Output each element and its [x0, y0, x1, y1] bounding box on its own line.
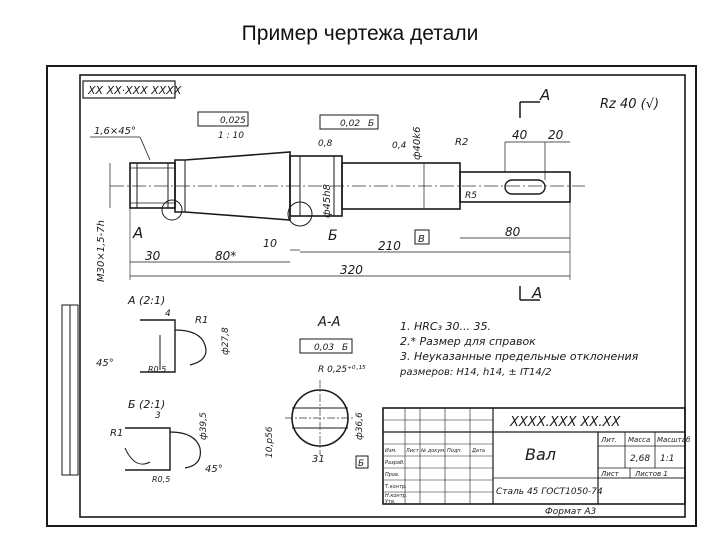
detail-b-view	[124, 427, 202, 471]
dim-210: 210	[378, 239, 401, 253]
detail-b-angle: 45°	[205, 464, 223, 475]
detail-a-view	[140, 319, 207, 373]
dim-20: 20	[548, 128, 564, 142]
tb-row-3: Подп.	[447, 448, 462, 454]
perp-value: 0,02	[340, 119, 360, 129]
title-block	[382, 407, 686, 505]
base-a: А	[132, 224, 143, 242]
dim-08: 0,8	[318, 139, 333, 149]
slide-title: Пример чертежа детали	[241, 22, 479, 45]
tb-row-4: Дата	[471, 448, 485, 454]
dim-40: 40	[512, 128, 528, 142]
outer-frame	[46, 65, 697, 527]
detail-b-r05: R0,5	[152, 475, 170, 484]
dim-r5: R5	[465, 191, 477, 201]
detail-b-title: Б (2:1)	[128, 398, 165, 411]
runout-value: 0,025	[220, 116, 246, 126]
dim-320: 320	[340, 263, 363, 277]
shaft-main-view	[110, 151, 585, 227]
inner-frame	[79, 74, 686, 518]
section-aa-d2: 10,р56	[265, 426, 275, 458]
dim-04: 0,4	[392, 141, 407, 151]
detail-a-d: ф27,8	[221, 327, 231, 355]
tb-side-0: Разраб.	[385, 460, 405, 466]
title-block-scale: 1:1	[660, 454, 674, 464]
section-aa-title: А-А	[317, 315, 340, 330]
tb-side-2: Т.контр.	[385, 484, 407, 490]
dim-r2: R2	[455, 137, 468, 148]
tb-side-4: Утв.	[385, 499, 396, 505]
tb-side-3: Н.контр.	[385, 493, 407, 499]
note-1: 1. HRC₃ 30... 35.	[400, 320, 491, 333]
tb-row-0: Изм.	[385, 448, 397, 454]
section-aa-base: Б	[358, 459, 364, 469]
base-b: Б	[328, 228, 338, 244]
title-block-material: Сталь 45 ГОСТ1050-74	[496, 487, 603, 497]
chamfer-left: 1,6×45°	[94, 126, 136, 137]
detail-b-l3: 3	[155, 411, 161, 421]
taper-value: 1 : 10	[218, 131, 244, 141]
dim-80-right: 80	[505, 225, 521, 239]
stamp-code: XX XX·XXX XXXX	[87, 84, 182, 97]
perp-base: Б	[368, 119, 374, 129]
title-block-mass: 2,68	[630, 454, 650, 464]
dim-d45: ф45h8	[322, 184, 333, 218]
tb-side-1: Пров.	[385, 472, 400, 478]
dim-80-star: 80*	[215, 249, 236, 263]
detail-a-title: А (2:1)	[127, 294, 165, 307]
note-3: 3. Неуказанные предельные отклонения	[400, 350, 639, 363]
dim-d40: ф40k6	[412, 127, 423, 160]
detail-b-d: ф39,5	[199, 412, 209, 440]
dim-10: 10	[263, 237, 277, 250]
title-block-sheets: Листов 1	[634, 470, 668, 478]
perp-frame	[319, 114, 379, 130]
title-block-format: Формат А3	[545, 507, 597, 517]
dim-30: 30	[145, 249, 161, 263]
dim-thread: M30×1,5-7h	[96, 220, 107, 282]
section-mark-bottom: A	[531, 284, 542, 302]
stamp-code-box	[82, 80, 176, 99]
detail-a-r05: R0,5	[148, 365, 166, 374]
title-block-name: Вал	[525, 445, 556, 464]
title-block-scale-label: Масштаб	[657, 436, 691, 444]
section-aa-tol: 0,03	[314, 343, 334, 353]
section-aa-view	[285, 380, 355, 455]
note-2: 2.* Размер для справок	[400, 335, 536, 348]
title-block-lit: Лит.	[600, 436, 617, 444]
section-aa-d1: ф36,6	[355, 412, 365, 440]
detail-a-l4: 4	[165, 309, 171, 319]
section-aa-l31: 31	[312, 454, 325, 465]
note-4: размеров: H14, h14, ± IT14/2	[399, 367, 552, 378]
tb-row-2: № докум.	[420, 448, 446, 454]
runout-frame	[197, 111, 249, 127]
base-v: В	[418, 234, 425, 245]
section-mark-top: A	[539, 86, 550, 104]
detail-a-angle: 45°	[96, 358, 114, 369]
tb-row-1: Лист	[405, 448, 420, 454]
title-block-sheet: Лист	[600, 470, 620, 478]
detail-a-r1: R1	[195, 315, 208, 326]
section-aa-radius: R 0,25⁺⁰·¹⁵	[318, 365, 366, 375]
roughness-mark: Rz 40 (√)	[600, 97, 659, 112]
title-block-code: XXXX.XXX XX.XX	[509, 415, 621, 430]
title-block-mass-label: Масса	[628, 436, 650, 444]
detail-b-r1: R1	[110, 428, 123, 439]
section-aa-tol-base: Б	[342, 343, 348, 353]
